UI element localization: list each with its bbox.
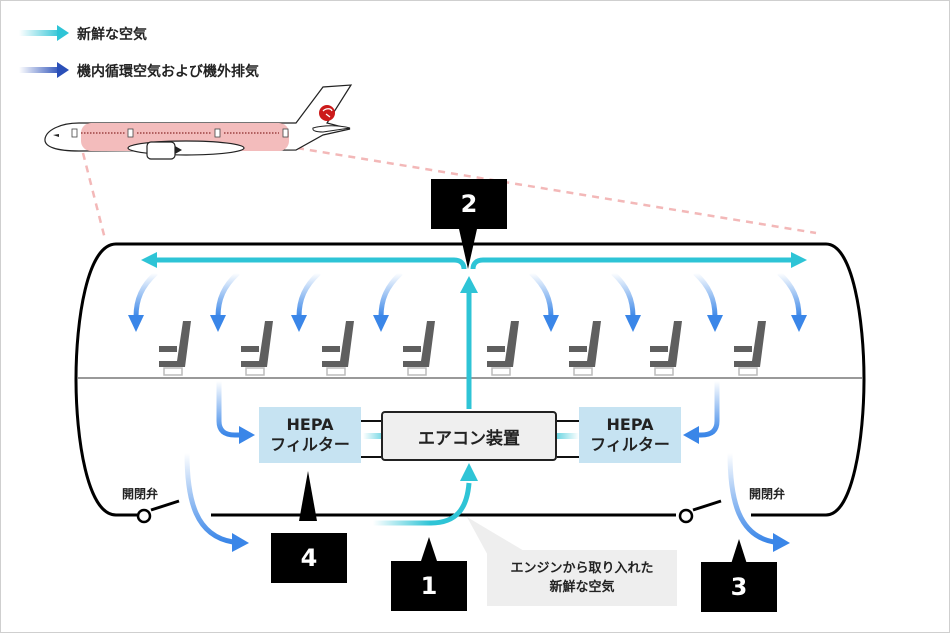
marker-2-pointer: [459, 229, 477, 269]
seat-icon: [734, 321, 766, 376]
recirculation-down-arrow: [529, 271, 559, 332]
recirculation-arrows-group: [128, 271, 807, 332]
recirculation-down-arrow: [693, 271, 723, 332]
seat-icon: [322, 321, 354, 376]
valve-right-label: 開閉弁: [749, 487, 786, 501]
valve-right-icon: [678, 508, 694, 524]
note-line1: エンジンから取り入れた: [510, 561, 654, 576]
exhaust-flow-left: [184, 452, 234, 545]
legend-fresh-air-label: 新鮮な空気: [77, 27, 147, 43]
return-flow-left: [216, 381, 241, 438]
hepa-left-line1: HEPA: [286, 415, 334, 434]
seat-icon: [569, 321, 601, 376]
marker-3-pointer: [731, 539, 747, 564]
crane-logo-icon: [319, 105, 335, 121]
hepa-filter-left: HEPA フィルター: [259, 407, 361, 463]
marker-4: 4: [271, 533, 347, 583]
seat-icon: [403, 321, 435, 376]
cabin-outline: [74, 242, 866, 517]
aircon-label: エアコン装置: [418, 428, 520, 449]
marker-2-number: 2: [460, 190, 478, 218]
marker-1-pointer: [421, 537, 437, 561]
aircon-unit: エアコン装置: [381, 411, 557, 461]
valve-left-label: 開閉弁: [122, 487, 159, 501]
seat-icon: [487, 321, 519, 376]
fresh-air-arrow-up: [460, 276, 478, 293]
marker-4-pointer: [299, 471, 317, 521]
recirculation-down-arrow: [373, 271, 403, 332]
recirculation-down-arrow: [210, 271, 240, 332]
marker-1-number: 1: [420, 572, 438, 600]
hepa-filter-right: HEPA フィルター: [579, 407, 681, 463]
exhaust-flow-right: [727, 452, 775, 545]
marker-3-number: 3: [730, 573, 748, 601]
engine-fresh-air-flow: [373, 482, 472, 526]
return-flow-right: [697, 381, 720, 438]
engine-fresh-air-arrow: [460, 463, 478, 481]
recirculation-down-arrow: [291, 271, 321, 332]
note-line2: 新鮮な空気: [549, 580, 615, 595]
recirculation-down-arrow: [777, 271, 807, 332]
recirculation-down-arrow: [611, 271, 641, 332]
airplane-icon: [44, 84, 353, 160]
seat-icon: [159, 321, 191, 376]
hepa-right-line1: HEPA: [606, 415, 654, 434]
marker-1: 1: [391, 561, 467, 611]
marker-4-number: 4: [300, 544, 318, 572]
hepa-left-line2: フィルター: [270, 435, 350, 454]
exhaust-arrow-left: [232, 533, 249, 552]
marker-3: 3: [701, 562, 777, 612]
legend-fresh-air-arrow-icon: [19, 25, 69, 41]
legend-recirculated-air-arrow-icon: [19, 62, 69, 78]
engine-icon: [146, 141, 176, 160]
fresh-air-arrow-left: [141, 252, 157, 268]
fresh-air-distribution: [156, 257, 791, 409]
hepa-right-line2: フィルター: [590, 435, 670, 454]
legend-recirculated-air-label: 機内循環空気および機外排気: [77, 64, 259, 80]
exhaust-arrow-right: [773, 533, 790, 552]
valve-left-icon: [136, 508, 152, 524]
seats-group: [159, 321, 766, 376]
seat-icon: [241, 321, 273, 376]
marker-2: 2: [431, 179, 507, 229]
projection-lines: [81, 146, 817, 240]
fresh-air-arrow-right: [791, 252, 807, 268]
seat-icon: [650, 321, 682, 376]
duct-lines: [361, 420, 579, 458]
engine-air-note: エンジンから取り入れた 新鮮な空気: [487, 550, 677, 606]
recirculation-down-arrow: [128, 271, 158, 332]
